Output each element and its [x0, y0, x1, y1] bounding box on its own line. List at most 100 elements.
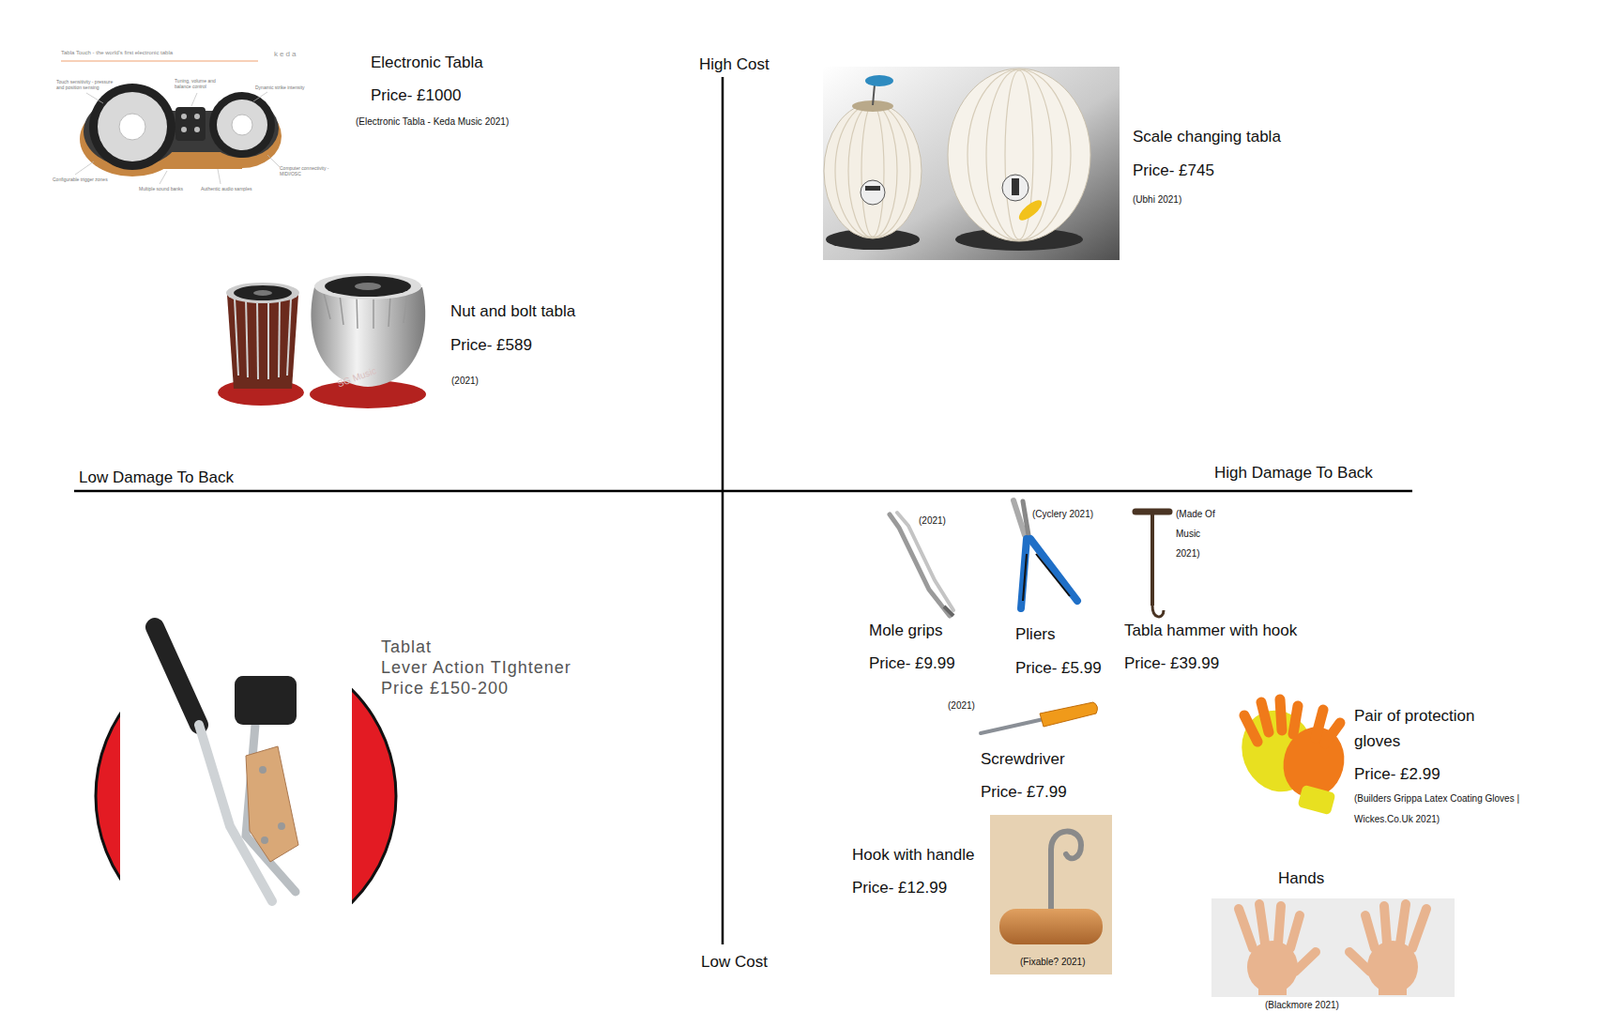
tablat-picture	[154, 626, 199, 725]
source-note: (Made Of Music 2021)	[1175, 503, 1218, 564]
scale-changing-tabla-picture	[967, 69, 1071, 241]
axis-label: High Cost	[699, 55, 770, 75]
nut-and-bolt-tabla-picture	[356, 295, 358, 329]
hands-picture	[1258, 975, 1287, 995]
axis-label: High Damage To Back	[1214, 463, 1373, 483]
product-name: Hook with handle	[852, 845, 975, 865]
scale-changing-tabla-picture	[947, 68, 1091, 242]
tablat-picture	[260, 836, 269, 844]
nut-and-bolt-tabla-picture	[233, 285, 292, 301]
price-label: Price- £589	[450, 335, 533, 355]
hook-with-handle-picture	[999, 908, 1103, 945]
price-label: Price- £12.99	[852, 878, 947, 898]
screwdriver-picture	[980, 718, 1044, 733]
electronic-tabla-picture	[216, 99, 268, 151]
nut-and-bolt-tabla-picture	[227, 294, 299, 389]
product-name: Hands	[1278, 868, 1325, 888]
hands-picture	[1295, 951, 1316, 972]
price-label: Price- £1000	[370, 86, 461, 106]
scale-changing-tabla-picture	[822, 66, 1120, 260]
axes	[74, 489, 1413, 493]
product-name: Scale changing tabla	[1132, 127, 1281, 147]
gloves-picture	[1315, 709, 1341, 744]
product-name: Screwdriver	[980, 749, 1066, 769]
pliers-picture	[1022, 501, 1029, 535]
product-name: Tablat	[380, 637, 432, 658]
price-label: Price- £2.99	[1354, 764, 1441, 784]
gloves-picture	[1293, 705, 1298, 734]
product-name: Pair of protection gloves	[1354, 702, 1495, 754]
price-label: Price- £745	[1132, 161, 1215, 181]
tabla-hammer-picture	[1150, 511, 1155, 606]
feature-note: Configurable trigger zones	[52, 176, 108, 183]
electronic-tabla-picture	[253, 91, 268, 102]
hook-with-handle-picture	[990, 814, 1113, 975]
price-label: Price- £7.99	[980, 782, 1067, 802]
scale-changing-tabla-picture	[1016, 197, 1046, 224]
hands-picture	[1378, 975, 1407, 995]
hands-picture	[1412, 908, 1427, 948]
scale-changing-tabla-picture	[822, 66, 1120, 260]
nut-and-bolt-tabla-picture	[388, 295, 391, 327]
scale-changing-tabla-picture	[986, 69, 1052, 241]
price-label: Price £150-200	[380, 678, 509, 700]
price-label: Price- £5.99	[1015, 658, 1102, 678]
tablat-picture	[259, 765, 267, 774]
mole-grips-picture	[889, 514, 950, 616]
feature-note: Multiple sound banks	[138, 185, 183, 192]
screwdriver-picture	[1039, 701, 1098, 727]
nut-and-bolt-tabla-picture	[372, 295, 375, 329]
pliers-picture	[1030, 538, 1078, 601]
electronic-tabla-picture	[231, 114, 253, 136]
hands-picture	[1365, 914, 1375, 948]
electronic-tabla-picture	[217, 168, 221, 184]
nut-and-bolt-tabla-picture	[245, 298, 248, 378]
gloves-picture	[1325, 722, 1341, 744]
gloves-picture	[1261, 701, 1269, 732]
gloves-picture	[1230, 699, 1353, 815]
hands-picture	[1290, 914, 1300, 948]
screwdriver-picture	[980, 701, 1098, 733]
gloves-picture	[1280, 699, 1282, 731]
price-label: Price- £9.99	[868, 654, 956, 673]
scale-changing-tabla-picture	[1011, 178, 1020, 196]
nut-and-bolt-tabla-picture	[314, 273, 422, 300]
hook-with-handle-picture	[990, 814, 1113, 975]
source-note: (Cyclery 2021)	[1032, 508, 1094, 520]
hands-picture	[1278, 905, 1281, 944]
scale-changing-tabla-picture	[967, 69, 1071, 241]
hands-picture	[1211, 898, 1455, 997]
scale-changing-tabla-picture	[860, 180, 885, 205]
scale-changing-tabla-picture	[835, 104, 911, 238]
source-note: (Builders Grippa Latex Coating Gloves | …	[1354, 788, 1556, 830]
feature-note: Touch sensitivity - pressure and positio…	[56, 78, 122, 91]
tablat-picture	[245, 746, 299, 862]
electronic-tabla-picture	[86, 92, 104, 104]
pliers-picture	[1020, 538, 1027, 609]
hands-picture	[1349, 951, 1371, 972]
hands-picture	[1384, 905, 1387, 944]
price-label: Price- £39.99	[1124, 654, 1220, 673]
nut-and-bolt-tabla-picture	[234, 298, 239, 376]
scale-changing-tabla-picture	[835, 104, 911, 238]
electronic-tabla-picture	[194, 113, 200, 120]
gloves-picture	[1244, 715, 1258, 742]
pliers-picture	[1022, 553, 1027, 601]
electronic-tabla-picture	[75, 91, 280, 184]
axes	[721, 76, 725, 945]
electronic-tabla-picture	[75, 161, 94, 175]
mole-grips-picture	[944, 606, 954, 616]
electronic-tabla-picture	[181, 126, 187, 133]
hands-picture	[1211, 898, 1455, 997]
nut-and-bolt-tabla-picture	[217, 273, 427, 409]
tablat-picture	[95, 592, 397, 970]
nut-and-bolt-tabla-picture	[234, 298, 291, 380]
scale-changing-tabla-picture	[1002, 174, 1029, 201]
nut-and-bolt-tabla-picture	[278, 298, 280, 378]
hands-picture	[1400, 903, 1406, 944]
source-note: (2021)	[451, 375, 479, 387]
electronic-tabla-picture	[89, 83, 176, 170]
electronic-tabla-picture	[181, 113, 187, 120]
brand-mark: keda	[274, 49, 298, 60]
nut-and-bolt-tabla-picture	[287, 298, 291, 376]
